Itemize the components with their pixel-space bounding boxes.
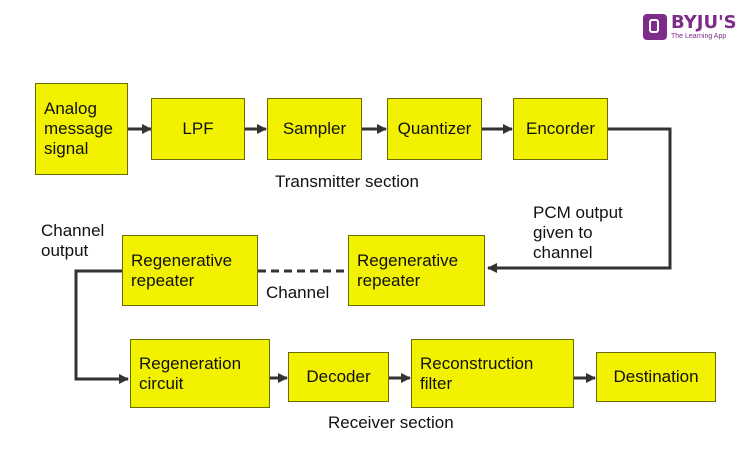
byjus-logo-icon [643, 14, 667, 40]
block-label: signal [44, 139, 89, 158]
block-label: Regeneration [139, 353, 242, 373]
channel-output-note: Channel output [41, 221, 105, 260]
block-label: Quantizer [397, 119, 472, 138]
block-label: Encorder [526, 119, 595, 138]
byjus-logo: BYJU'S The Learning App [643, 12, 737, 42]
receiver-section-label: Receiver section [328, 413, 454, 432]
brand-tagline: The Learning App [671, 32, 727, 40]
sampler-block: Sampler [267, 98, 362, 160]
block-label: Sampler [282, 119, 347, 138]
arrow-encoder-to-repeater [487, 127, 672, 273]
regenerative-repeater-receive-block: Regenerative repeater [122, 235, 258, 306]
channel-label: Channel [266, 283, 330, 302]
transmitter-section-label: Transmitter section [275, 172, 419, 191]
block-label: circuit [139, 373, 184, 393]
regeneration-circuit-block: Regeneration circuit [130, 339, 270, 408]
decoder-block: Decoder [288, 352, 389, 402]
analog-message-signal-block: Analog message signal [35, 83, 128, 175]
block-label: Regenerative [131, 250, 233, 270]
encoder-block: Encorder [513, 98, 608, 160]
block-label: Regenerative [357, 250, 459, 270]
quantizer-block: Quantizer [387, 98, 482, 160]
block-label: repeater [131, 270, 195, 290]
block-label: filter [420, 373, 453, 393]
block-label: Decoder [306, 367, 371, 386]
pcm-output-note: PCM output given to channel [533, 203, 623, 262]
destination-block: Destination [596, 352, 716, 402]
arrow-channel-output-to-regeneration [74, 269, 129, 384]
reconstruction-filter-block: Reconstruction filter [411, 339, 574, 408]
regenerative-repeater-transmit-block: Regenerative repeater [348, 235, 485, 306]
block-label: Analog [44, 99, 97, 118]
block-label: LPF [182, 119, 214, 138]
brand-name: BYJU'S [671, 11, 737, 33]
block-label: repeater [357, 270, 421, 290]
lpf-block: LPF [151, 98, 245, 160]
block-label: Destination [613, 367, 699, 386]
block-label: message [44, 119, 113, 138]
block-label: Reconstruction [420, 353, 534, 373]
